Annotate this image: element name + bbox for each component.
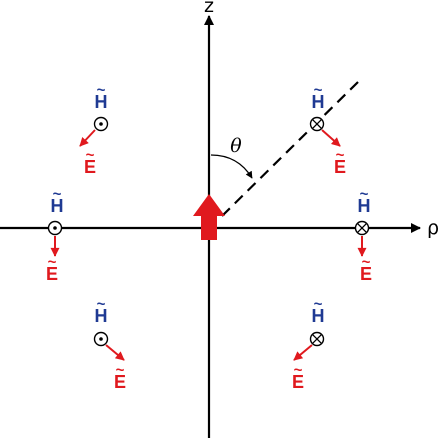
- e-tilde: ~: [362, 254, 371, 271]
- cross-circle-icon: [354, 220, 370, 236]
- h-tilde: ~: [314, 82, 323, 99]
- dot-circle-icon-dot: [99, 122, 103, 126]
- h-tilde: ~: [53, 186, 62, 203]
- e-label: E: [46, 264, 58, 284]
- dot-circle-icon: [93, 116, 109, 132]
- theta-label: θ: [230, 135, 242, 157]
- dot-circle-icon-dot: [99, 337, 103, 341]
- h-label: H: [95, 92, 108, 112]
- h-label: H: [51, 196, 64, 216]
- h-tilde: ~: [360, 186, 369, 203]
- z-axis-label: z: [204, 0, 214, 17]
- e-field-arrow: [293, 344, 313, 361]
- e-label: E: [292, 372, 304, 392]
- field-marker-left: ~H~E: [46, 186, 64, 284]
- e-tilde: ~: [116, 362, 125, 379]
- e-field-arrow: [79, 129, 96, 147]
- e-label: E: [360, 264, 372, 284]
- e-tilde: ~: [86, 147, 95, 164]
- cross-circle-icon: [309, 116, 325, 132]
- field-marker-lower-left: ~H~E: [93, 296, 126, 392]
- h-label: H: [358, 196, 371, 216]
- h-tilde: ~: [97, 82, 106, 99]
- h-tilde: ~: [97, 296, 106, 313]
- field-marker-upper-right: ~H~E: [309, 82, 346, 177]
- theta-arc: [210, 154, 253, 179]
- field-marker-lower-right: ~H~E: [292, 296, 325, 392]
- dot-circle-icon: [47, 220, 63, 236]
- cross-circle-icon: [309, 331, 325, 347]
- e-label: E: [334, 157, 346, 177]
- e-tilde: ~: [48, 254, 57, 271]
- rho-axis-label: ρ: [427, 217, 439, 239]
- h-label: H: [95, 306, 108, 326]
- h-tilde: ~: [314, 296, 323, 313]
- e-label: E: [84, 157, 96, 177]
- h-label: H: [312, 306, 325, 326]
- e-tilde: ~: [336, 147, 345, 164]
- e-label: E: [114, 372, 126, 392]
- cross-circle-icon-cross-b: [312, 119, 322, 129]
- e-tilde: ~: [294, 362, 303, 379]
- field-marker-upper-left: ~H~E: [79, 82, 109, 177]
- field-marker-right: ~H~E: [354, 186, 372, 284]
- dipole-arrow: [193, 194, 225, 240]
- h-label: H: [312, 92, 325, 112]
- e-field-arrow: [105, 344, 125, 361]
- e-field-arrow: [321, 129, 341, 147]
- dashed-direction-line: [221, 81, 359, 217]
- dot-circle-icon: [93, 331, 109, 347]
- dot-circle-icon-dot: [53, 226, 57, 230]
- cross-circle-icon-cross-b: [312, 334, 322, 344]
- cross-circle-icon-cross-b: [357, 223, 367, 233]
